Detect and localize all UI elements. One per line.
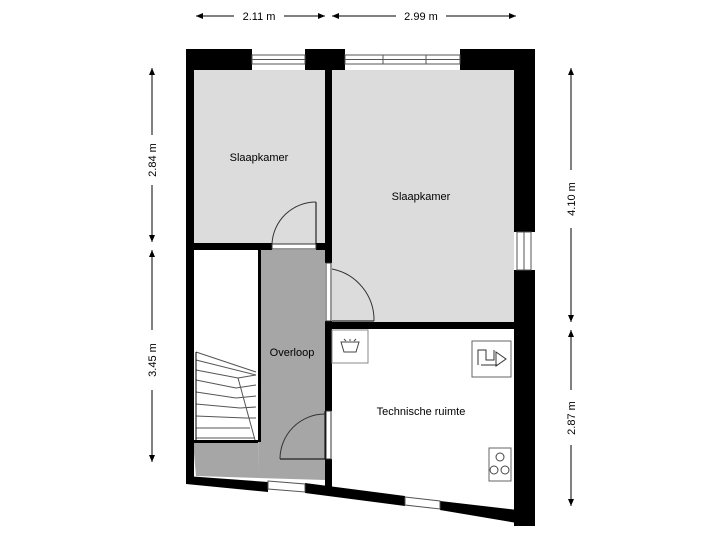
- boiler-icon: [471, 340, 512, 378]
- bedroom-left-floor: [193, 70, 325, 244]
- dim-left-upper: 2.84 m: [147, 143, 159, 177]
- stairwell-floor: [193, 250, 259, 442]
- room-label-landing: Overloop: [270, 347, 315, 359]
- room-label-bedroom-left: Slaapkamer: [230, 152, 289, 164]
- window-bottom-left: [267, 480, 306, 493]
- dim-left-lower: 3.45 m: [147, 343, 159, 377]
- doors: [271, 201, 375, 460]
- door-bedroom-left: [271, 201, 317, 250]
- laundry-sink-icon: [331, 329, 369, 364]
- bedroom-right-floor: [332, 70, 514, 323]
- door-technical-room: [279, 410, 332, 460]
- stove-icon: [488, 447, 512, 482]
- dim-top-right: 2.99 m: [404, 11, 438, 23]
- dim-top-left: 2.11 m: [243, 11, 276, 23]
- room-label-bedroom-right: Slaapkamer: [392, 191, 451, 203]
- door-bedroom-right: [325, 262, 375, 322]
- technical-room-floor: [332, 329, 514, 507]
- dim-right-lower: 2.87 m: [566, 401, 578, 435]
- dim-right-upper: 4.10 m: [566, 182, 578, 216]
- windows: [251, 54, 532, 510]
- walls: [186, 49, 535, 526]
- room-label-technical: Technische ruimte: [377, 406, 466, 418]
- staircase-icon: [195, 351, 257, 441]
- dimension-lines: [149, 13, 574, 506]
- window-bottom-right: [404, 496, 441, 510]
